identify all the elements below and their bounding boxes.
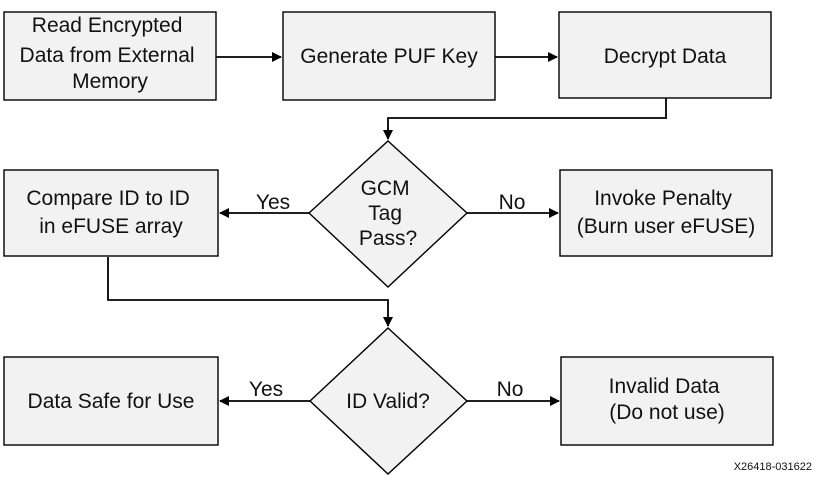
edge-label-id-no: No xyxy=(497,378,524,401)
svg-text:Invoke Penalty (Burn use: Invoke Penalty (Burn user eFUSE) xyxy=(577,187,756,238)
node-read-line-3: Memory xyxy=(72,70,148,93)
node-read-line-2: Data from External xyxy=(20,44,195,67)
edge-label-id-yes: Yes xyxy=(249,378,283,401)
node-safe-line-1: Data Safe for Use xyxy=(28,390,195,413)
edge-label-gcm-yes: Yes xyxy=(256,191,290,214)
node-invalid-line-2: (Do not use) xyxy=(609,401,725,424)
svg-text:Compare ID to ID in eFUS: Compare ID to ID in eFUSE array xyxy=(26,187,195,238)
figure-id: X26418-031622 xyxy=(733,461,812,473)
edge-compare-to-idvalid xyxy=(107,257,393,327)
svg-text:Generate PUF Key: Generate PUF Key xyxy=(300,45,478,68)
node-invoke-penalty: Invoke Penalty (Burn user eFUSE) xyxy=(559,169,773,257)
node-invalid-line-1: Invalid Data xyxy=(609,375,720,398)
decision-id-line-1: ID Valid? xyxy=(346,390,430,413)
decision-id-valid: ID Valid? xyxy=(308,327,469,475)
node-invalid-data: Invalid Data (Do not use) xyxy=(560,356,774,446)
node-data-safe: Data Safe for Use xyxy=(3,356,219,446)
svg-text:Decrypt Data: Decrypt Data xyxy=(604,45,727,68)
decision-gcm-line-3: Pass? xyxy=(359,227,417,250)
node-puf-line-1: Generate PUF Key xyxy=(300,45,478,68)
svg-text:Invalid Data (Do not use: Invalid Data (Do not use) xyxy=(609,375,726,424)
decision-gcm-line-1: GCM xyxy=(361,177,410,200)
svg-text:Read Encrypted Data from: Read Encrypted Data from External Memory xyxy=(20,14,201,93)
svg-text:ID Valid?: ID Valid? xyxy=(346,390,430,413)
svg-text:Data Safe for Use: Data Safe for Use xyxy=(28,390,195,413)
decision-gcm-tag-pass: GCM Tag Pass? xyxy=(307,140,469,288)
node-decrypt-data: Decrypt Data xyxy=(558,11,772,99)
node-read-line-1: Read Encrypted xyxy=(32,14,183,37)
edge-decrypt-to-gcm xyxy=(383,98,667,140)
node-penalty-line-2: (Burn user eFUSE) xyxy=(577,215,756,238)
node-penalty-line-1: Invoke Penalty xyxy=(594,187,732,210)
node-generate-puf-key: Generate PUF Key xyxy=(282,11,496,101)
node-compare-line-1: Compare ID to ID xyxy=(26,187,189,210)
node-compare-line-2: in eFUSE array xyxy=(39,215,183,238)
svg-text:GCM Tag Pass?: GCM Tag Pass? xyxy=(359,177,417,250)
node-compare-id: Compare ID to ID in eFUSE array xyxy=(3,169,219,257)
edge-label-gcm-no: No xyxy=(499,191,526,214)
decision-gcm-line-2: Tag xyxy=(368,202,402,225)
node-read-encrypted-data: Read Encrypted Data from External Memory xyxy=(3,11,217,101)
node-decrypt-line-1: Decrypt Data xyxy=(604,45,727,68)
